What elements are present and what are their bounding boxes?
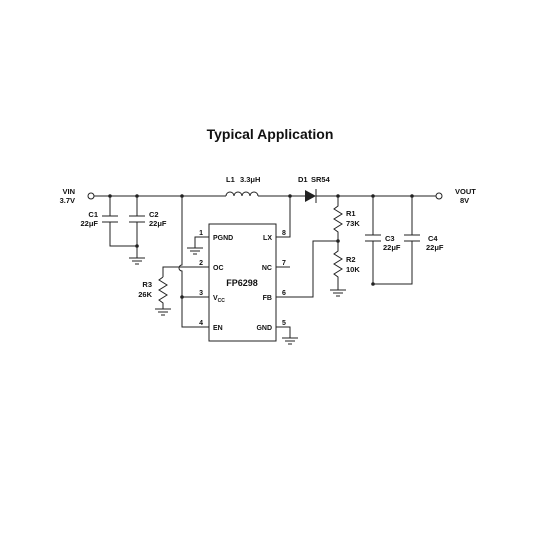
vout-value: 8V bbox=[460, 196, 469, 205]
c2-value: 22μF bbox=[149, 219, 167, 228]
gnd-wire bbox=[276, 326, 291, 338]
d1-ref: D1 bbox=[298, 175, 308, 184]
junction-dot bbox=[371, 282, 375, 286]
r2-ref: R2 bbox=[346, 255, 356, 264]
inductor-l1: L1 3.3μH bbox=[225, 175, 260, 197]
vin-terminal: VIN 3.7V bbox=[60, 187, 95, 205]
c3-ref: C3 bbox=[385, 234, 395, 243]
pin-6-number: 6 bbox=[282, 290, 286, 297]
ground-icon bbox=[155, 308, 171, 316]
pin-4-number: 4 bbox=[199, 320, 203, 327]
ic-fp6298: FP6298 1 PGND 2 OC 3 VCC 4 EN 8 LX 7 NC … bbox=[199, 223, 286, 342]
r1-value: 73K bbox=[346, 219, 360, 228]
diagram-title: Typical Application bbox=[207, 126, 334, 142]
pin-8-number: 8 bbox=[282, 230, 286, 237]
pin-7-name: NC bbox=[262, 265, 272, 272]
resistor-r1: R1 73K bbox=[333, 196, 360, 241]
lx-wire bbox=[276, 196, 291, 238]
ground-icon bbox=[187, 247, 203, 255]
pin-5-number: 5 bbox=[282, 320, 286, 327]
pin-1-name: PGND bbox=[213, 235, 233, 242]
vin-label: VIN bbox=[62, 187, 75, 196]
pin-4-name: EN bbox=[213, 325, 223, 332]
oc-wire bbox=[162, 266, 209, 277]
ground-icon bbox=[282, 337, 298, 345]
c4-ref: C4 bbox=[428, 234, 438, 243]
pin-2-number: 2 bbox=[199, 260, 203, 267]
r3-ref: R3 bbox=[142, 280, 152, 289]
pin-3-number: 3 bbox=[199, 290, 203, 297]
pin-8-name: LX bbox=[263, 235, 272, 242]
d1-value: SR54 bbox=[311, 175, 331, 184]
c2-ref: C2 bbox=[149, 210, 159, 219]
r1-ref: R1 bbox=[346, 209, 356, 218]
capacitor-c4: C4 22μF bbox=[373, 196, 444, 285]
r3-value: 26K bbox=[138, 290, 152, 299]
l1-ref: L1 bbox=[226, 175, 235, 184]
vin-value: 3.7V bbox=[60, 196, 75, 205]
ground-icon bbox=[330, 289, 346, 297]
pin-6-name: FB bbox=[263, 295, 272, 302]
c1-value: 22μF bbox=[80, 219, 98, 228]
ground-icon bbox=[129, 257, 145, 265]
vout-label: VOUT bbox=[455, 187, 476, 196]
c3-value: 22μF bbox=[383, 243, 401, 252]
vout-terminal: VOUT 8V bbox=[435, 187, 476, 205]
pin-1-number: 1 bbox=[199, 230, 203, 237]
resistor-r3: R3 26K bbox=[138, 276, 168, 309]
pin-5-name: GND bbox=[256, 325, 272, 332]
resistor-r2: R2 10K bbox=[333, 241, 360, 290]
junction-dot bbox=[135, 244, 139, 248]
capacitor-c2: C2 22μF bbox=[129, 196, 167, 258]
c1-ref: C1 bbox=[88, 210, 98, 219]
pin-3-name: VCC bbox=[213, 295, 225, 304]
vcc-rail-wire bbox=[178, 196, 209, 328]
feedback-wire bbox=[276, 240, 338, 298]
l1-value: 3.3μH bbox=[240, 175, 260, 184]
diode-d1: D1 SR54 bbox=[298, 175, 331, 203]
pin-2-name: OC bbox=[213, 265, 224, 272]
capacitor-c3: C3 22μF bbox=[365, 196, 401, 284]
ic-name: FP6298 bbox=[226, 278, 258, 288]
pin-7-number: 7 bbox=[282, 260, 286, 267]
capacitor-c1: C1 22μF bbox=[80, 196, 137, 247]
r2-value: 10K bbox=[346, 265, 360, 274]
junction-dot bbox=[180, 295, 184, 299]
c4-value: 22μF bbox=[426, 243, 444, 252]
pgnd-wire bbox=[194, 236, 209, 248]
